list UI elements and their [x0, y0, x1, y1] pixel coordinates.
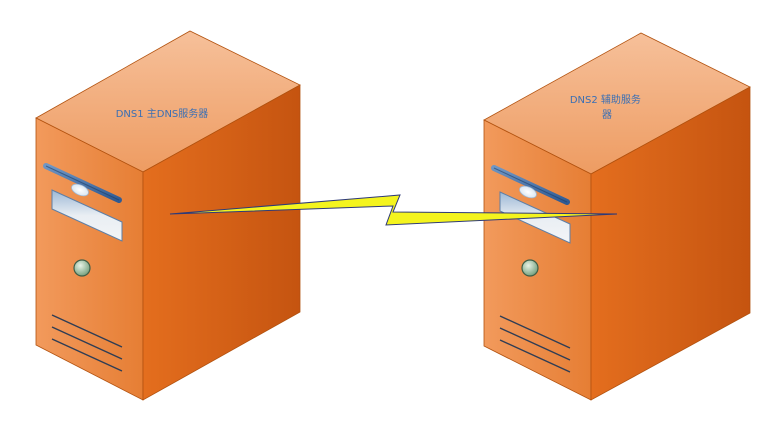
vent-lines: [51, 314, 123, 372]
server-side-face: [142, 84, 301, 401]
drive-slot-glint: [519, 185, 537, 199]
power-button-icon: [73, 259, 91, 277]
vent-lines: [499, 315, 571, 373]
lightning-link: [169, 194, 618, 226]
drive-slot-glint: [71, 183, 89, 197]
server-side-face: [590, 86, 751, 401]
server-dns2: DNS2 辅助服务 器: [483, 32, 751, 401]
drive-slot: [51, 189, 123, 242]
server-label: DNS1 主DNS服务器: [116, 107, 209, 120]
server-label: DNS2 辅助服务 器: [570, 93, 644, 121]
server-dns1: DNS1 主DNS服务器: [35, 30, 301, 401]
power-button-icon: [521, 259, 539, 277]
